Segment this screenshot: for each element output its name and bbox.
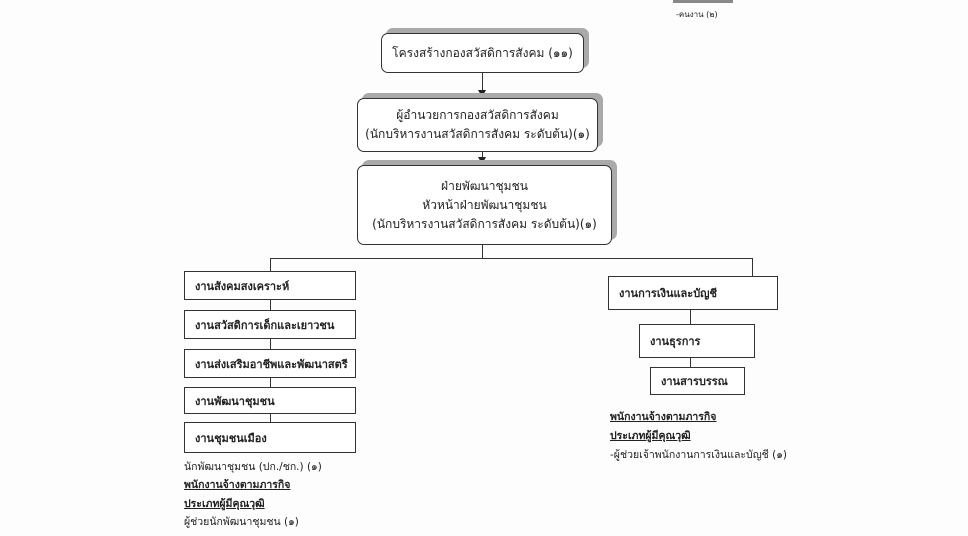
unit-box: งานสังคมสงเคราะห์ — [184, 271, 356, 300]
director-title: ผู้อำนวยการกองสวัสดิการสังคม — [396, 108, 559, 122]
unit-label: งานธุรการ — [650, 335, 701, 348]
unit-box: งานสวัสดิการเด็กและเยาวชน — [184, 310, 356, 339]
unit-label: งานสวัสดิการเด็กและเยาวชน — [195, 318, 335, 332]
staff-heading: ประเภทผู้มีคุณวุฒิ — [610, 430, 691, 442]
connector — [270, 258, 752, 259]
division-name: ฝ่ายพัฒนาชุมชน — [441, 178, 528, 193]
connector — [690, 358, 691, 367]
connector — [482, 73, 483, 91]
staff-heading: พนักงานจ้างตามภารกิจ — [610, 411, 717, 423]
division-position: (นักบริหารงานสวัสดิการสังคม ระดับต้น)(๑) — [372, 216, 597, 231]
unit-box: งานการเงินและบัญชี — [608, 276, 778, 310]
connector — [690, 310, 691, 324]
unit-label: งานส่งเสริมอาชีพและพัฒนาสตรี — [195, 357, 348, 371]
staff-heading: ประเภทผู้มีคุณวุฒิ — [184, 498, 265, 510]
unit-label: งานสารบรรณ — [661, 375, 728, 388]
connector — [482, 245, 483, 258]
division-box: ฝ่ายพัฒนาชุมชน หัวหน้าฝ่ายพัฒนาชุมชน (นั… — [357, 165, 612, 245]
unit-box: งานชุมชนเมือง — [184, 422, 356, 453]
unit-label: งานพัฒนาชุมชน — [195, 394, 275, 408]
unit-box: งานสารบรรณ — [650, 367, 745, 395]
arrow-down-icon — [478, 157, 486, 164]
director-box: ผู้อำนวยการกองสวัสดิการสังคม (นักบริหารง… — [357, 98, 598, 152]
staff-note: นักพัฒนาชุมชน (ปก./ชก.) (๑) — [184, 461, 322, 473]
unit-box: งานส่งเสริมอาชีพและพัฒนาสตรี — [184, 349, 356, 378]
director-position: (นักบริหารงานสวัสดิการสังคม ระดับต้น)(๑) — [365, 127, 590, 141]
top-bar-fragment — [673, 0, 733, 3]
top-title: โครงสร้างกองสวัสดิการสังคม (๑๑) — [392, 45, 573, 60]
unit-label: งานสังคมสงเคราะห์ — [195, 279, 290, 293]
top-box: โครงสร้างกองสวัสดิการสังคม (๑๑) — [381, 33, 584, 73]
connector — [752, 258, 753, 276]
connector — [482, 152, 483, 158]
arrow-down-icon — [478, 90, 486, 97]
division-head: หัวหน้าฝ่ายพัฒนาชุมชน — [422, 197, 547, 212]
connector — [270, 258, 271, 271]
staff-note: ผู้ช่วยนักพัฒนาชุมชน (๑) — [184, 516, 299, 528]
staff-note: -ผู้ช่วยเจ้าพนักงานการเงินและบัญชี (๑) — [610, 449, 787, 461]
unit-box: งานพัฒนาชุมชน — [184, 387, 356, 414]
staff-heading: พนักงานจ้างตามภารกิจ — [184, 479, 291, 491]
corner-note: -คนงาน (๒) — [676, 10, 718, 19]
unit-box: งานธุรการ — [639, 324, 755, 358]
unit-label: งานการเงินและบัญชี — [619, 287, 718, 300]
unit-label: งานชุมชนเมือง — [195, 431, 267, 445]
